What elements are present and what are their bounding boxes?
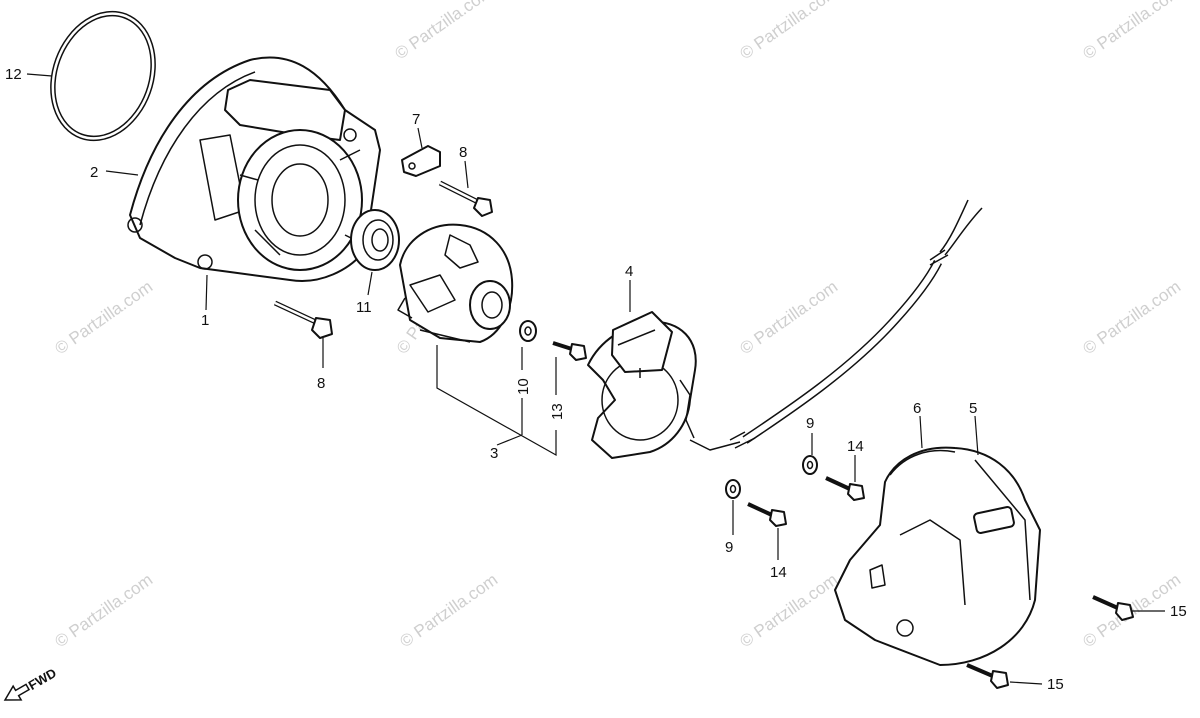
washer-part[interactable]: [519, 320, 537, 342]
leader-lines: [26, 73, 1165, 685]
callout-9a: 9: [806, 415, 814, 432]
o-ring-part[interactable]: [33, 0, 172, 155]
bolt-part[interactable]: [438, 180, 493, 217]
watermark: © Partzilla.com: [51, 277, 156, 358]
callout-14b: 14: [770, 564, 787, 581]
clamp-part[interactable]: [401, 145, 441, 177]
callout-13: 13: [549, 403, 566, 420]
callout-5: 5: [969, 400, 977, 417]
watermark: © Partzilla.com: [1079, 277, 1184, 358]
callout-9b: 9: [725, 539, 733, 556]
callout-4: 4: [625, 263, 633, 280]
fwd-arrow-icon: [3, 683, 31, 701]
washer-part[interactable]: [802, 455, 818, 475]
bolt-part[interactable]: [273, 300, 333, 339]
watermark: © Partzilla.com: [391, 0, 496, 63]
pulser-base-part[interactable]: [397, 223, 514, 343]
callout-7: 7: [412, 111, 420, 128]
fwd-label: FWD: [26, 665, 59, 693]
callout-3: 3: [490, 445, 498, 462]
callout-2: 2: [90, 164, 98, 181]
callout-1: 1: [201, 312, 209, 329]
callout-10: 10: [515, 378, 532, 395]
oil-seal-part[interactable]: [350, 209, 400, 271]
watermark: © Partzilla.com: [396, 570, 501, 651]
screw-part[interactable]: [552, 341, 587, 361]
watermark: © Partzilla.com: [1079, 0, 1184, 63]
watermark: © Partzilla.com: [736, 570, 841, 651]
callout-8b: 8: [317, 375, 325, 392]
bolt-part[interactable]: [825, 476, 865, 501]
stator-housing-part[interactable]: [127, 56, 381, 282]
callout-8a: 8: [459, 144, 467, 161]
callout-12: 12: [5, 66, 22, 83]
callout-15b: 15: [1047, 676, 1064, 693]
callout-11: 11: [356, 299, 372, 316]
screw-part[interactable]: [966, 663, 1009, 689]
callout-14a: 14: [847, 438, 864, 455]
bolt-part[interactable]: [747, 502, 787, 527]
washer-part[interactable]: [725, 479, 741, 499]
pulser-generator-part[interactable]: [587, 311, 741, 459]
generator-cover-part[interactable]: [834, 446, 1041, 666]
screw-part[interactable]: [1092, 595, 1134, 621]
callout-labels: 1 2 3 4 5 6 7 8 8 9 9 10 11 12 13 14 14 …: [5, 66, 1187, 693]
wire-harness-part[interactable]: [729, 199, 983, 449]
watermark: © Partzilla.com: [736, 277, 841, 358]
watermark: © Partzilla.com: [51, 570, 156, 651]
watermark: © Partzilla.com: [736, 0, 841, 63]
callout-6: 6: [913, 400, 921, 417]
callout-15a: 15: [1170, 603, 1187, 620]
fwd-indicator: FWD: [3, 665, 59, 701]
